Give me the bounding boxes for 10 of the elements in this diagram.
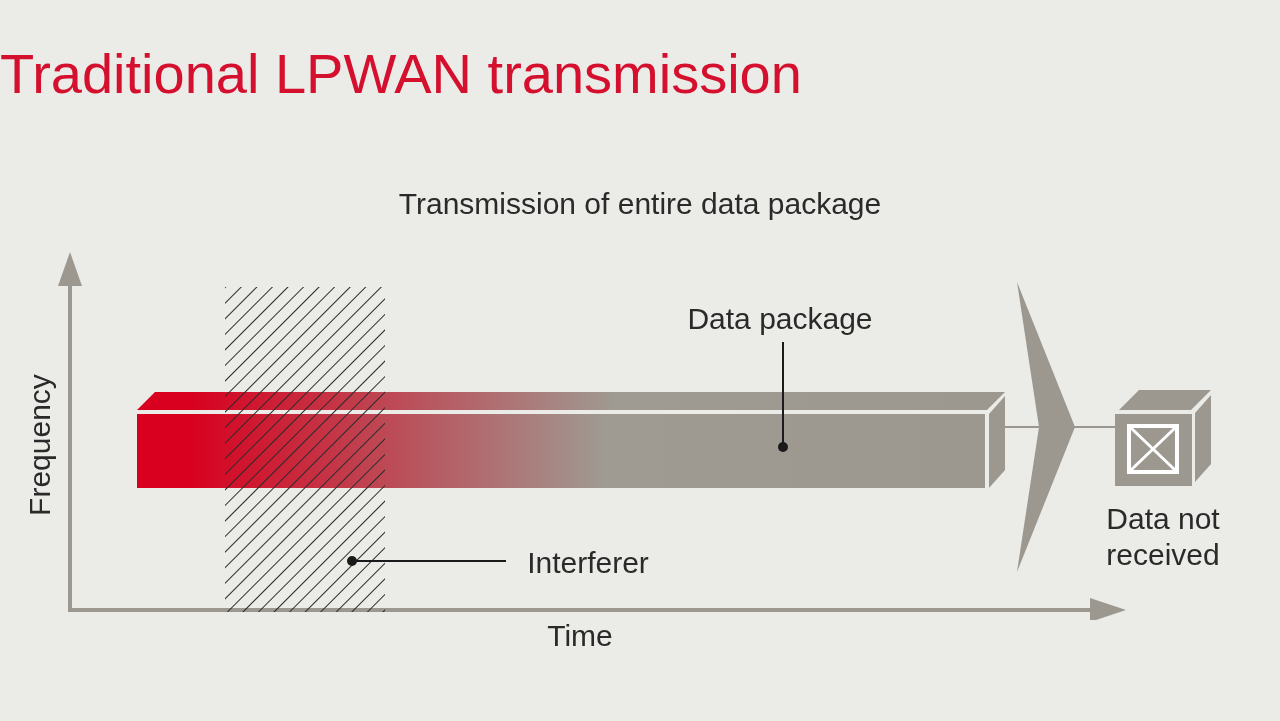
node-label: Data package (686, 300, 874, 337)
title: Traditional LPWAN transmission (0, 41, 802, 107)
node-caption: Data not received (1105, 501, 1221, 573)
leader-line (347, 556, 507, 566)
failed-package-cube-icon (1115, 388, 1211, 486)
leader-line (778, 341, 788, 452)
axis-label: Frequency (22, 373, 57, 518)
axis-label: Time (546, 618, 614, 654)
node-label: Interferer (526, 544, 650, 581)
subtitle: Transmission of entire data package (397, 186, 883, 222)
